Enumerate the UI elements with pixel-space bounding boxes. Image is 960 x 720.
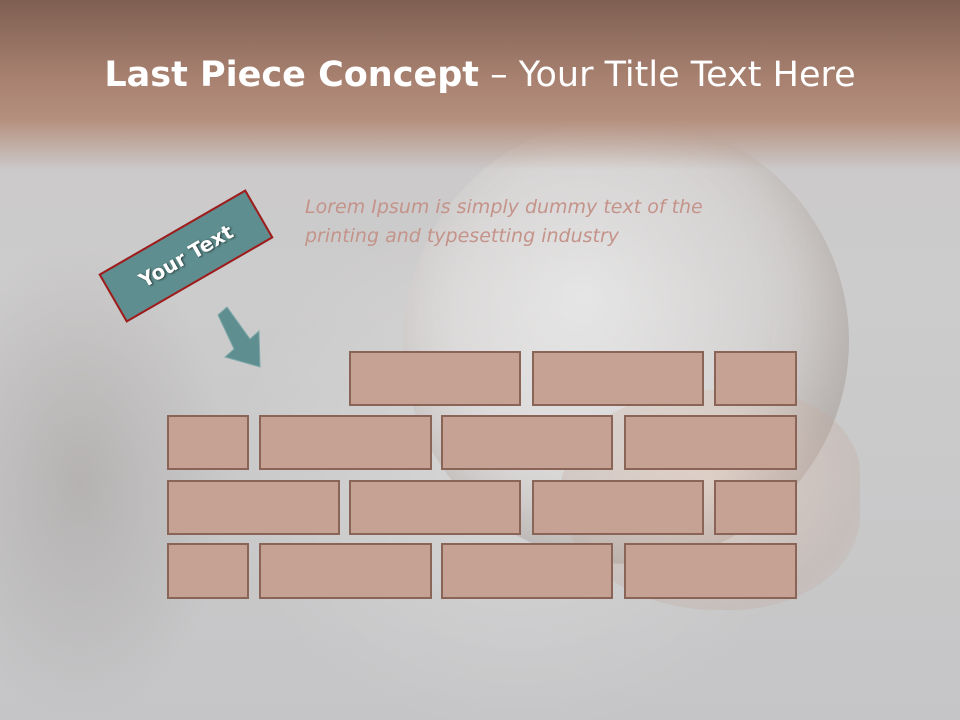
down-right-arrow-icon <box>217 306 261 368</box>
brick <box>167 480 340 535</box>
brick <box>349 351 521 406</box>
brick <box>259 415 432 470</box>
title-bold: Last Piece Concept <box>104 55 479 95</box>
body-text: Lorem Ipsum is simply dummy text of the … <box>305 196 703 247</box>
brick <box>441 415 613 470</box>
brick <box>349 480 521 535</box>
brick <box>532 480 704 535</box>
brick <box>441 543 613 599</box>
brick <box>714 480 797 535</box>
brick <box>167 543 249 599</box>
brick <box>167 415 249 470</box>
slide-title: Last Piece Concept – Your Title Text Her… <box>0 52 960 98</box>
brick <box>624 543 797 599</box>
brick <box>532 351 704 406</box>
title-bar <box>0 0 960 170</box>
brick <box>259 543 432 599</box>
brick <box>714 351 797 406</box>
title-rest: – Your Title Text Here <box>479 55 856 95</box>
brick <box>624 415 797 470</box>
